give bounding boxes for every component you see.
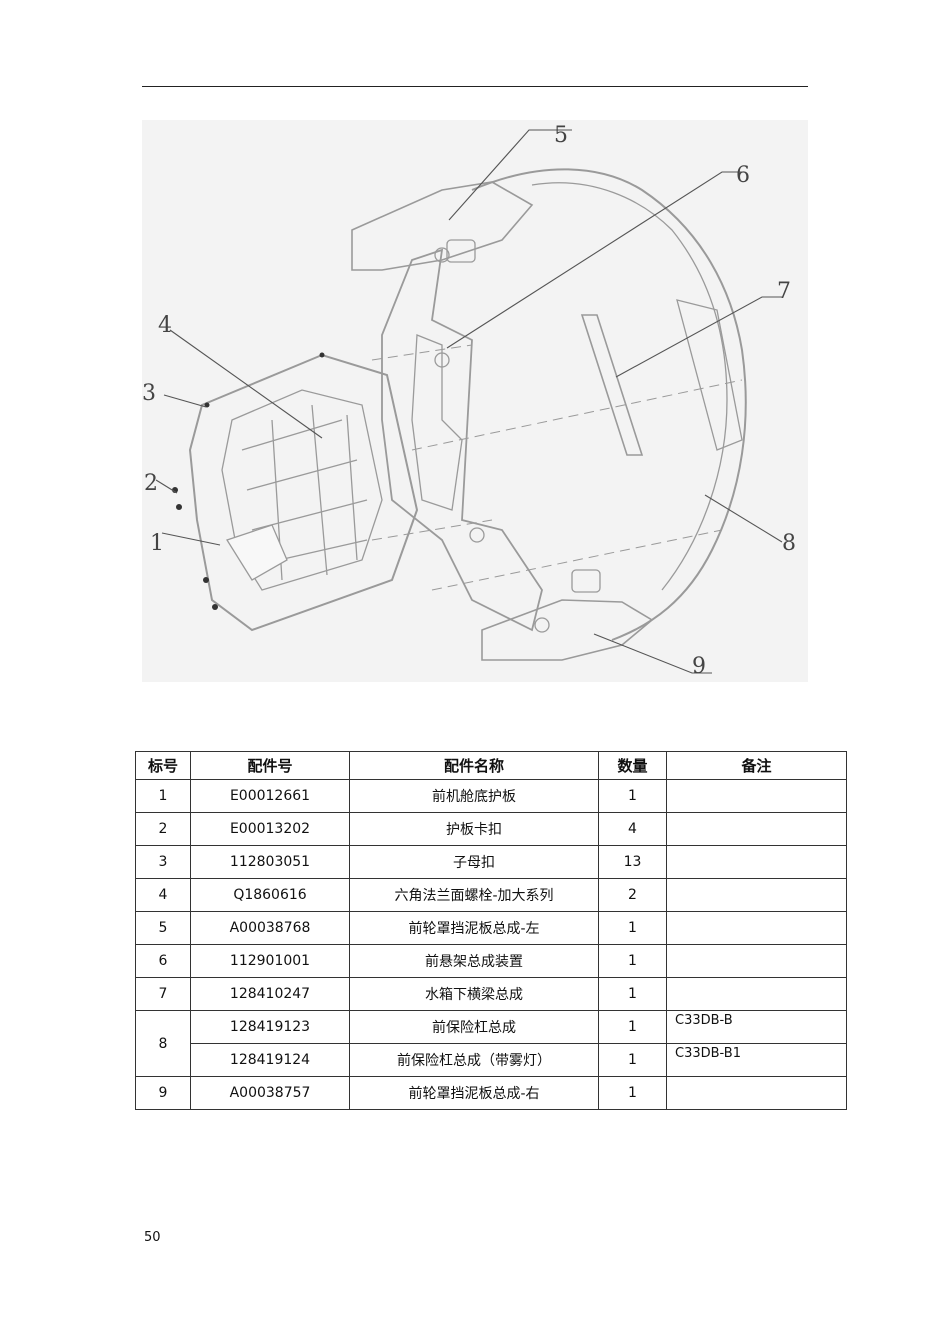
cell-qty: 1	[598, 779, 667, 813]
fender-liner-left-shape	[351, 181, 534, 271]
engine-guard-plate-shape	[188, 353, 419, 632]
cell-no: 5	[135, 911, 191, 945]
exploded-view-diagram: 1 2 3 4 5 6 7 8 9	[142, 120, 808, 682]
cell-remark	[666, 977, 847, 1011]
header-qty: 数量	[598, 751, 667, 780]
cell-remark: C33DB-B	[666, 1010, 847, 1044]
cell-qty: 2	[598, 878, 667, 912]
cell-remark	[666, 911, 847, 945]
callout-6: 6	[736, 163, 750, 188]
cell-no: 2	[135, 812, 191, 846]
cell-part-name: 前轮罩挡泥板总成-右	[349, 1076, 599, 1110]
cell-part-name: 前保险杠总成（带雾灯）	[349, 1043, 599, 1077]
cell-qty: 1	[598, 944, 667, 978]
callout-2: 2	[144, 471, 158, 496]
cell-part-number: 112803051	[190, 845, 350, 879]
cell-part-name: 护板卡扣	[349, 812, 599, 846]
header-remark: 备注	[666, 751, 847, 780]
table-row: 6 112901001 前悬架总成装置 1	[135, 944, 847, 978]
callout-9: 9	[692, 654, 706, 679]
table-row: 4 Q1860616 六角法兰面螺栓-加大系列 2	[135, 878, 847, 912]
page-number: 50	[144, 1230, 161, 1245]
cell-part-number: 128419123	[190, 1010, 350, 1044]
cell-part-number: 128410247	[190, 977, 350, 1011]
cell-part-number: E00013202	[190, 812, 350, 846]
cell-part-name: 水箱下横梁总成	[349, 977, 599, 1011]
cell-part-number: Q1860616	[190, 878, 350, 912]
cell-part-name: 前悬架总成装置	[349, 944, 599, 978]
cell-no: 7	[135, 977, 191, 1011]
cell-part-number: 128419124	[190, 1043, 350, 1077]
parts-table: 标号 配件号 配件名称 数量 备注 1 E00012661 前机舱底护板 1 2…	[135, 751, 847, 1110]
cell-no: 6	[135, 944, 191, 978]
cell-qty: 1	[598, 977, 667, 1011]
callout-4: 4	[158, 313, 172, 338]
header-part-name: 配件名称	[349, 751, 599, 780]
header-part-number: 配件号	[190, 751, 350, 780]
radiator-crossmember-shape	[580, 314, 644, 456]
header-rule	[142, 86, 808, 87]
cell-part-name: 前轮罩挡泥板总成-左	[349, 911, 599, 945]
cell-remark	[666, 812, 847, 846]
table-header-row: 标号 配件号 配件名称 数量 备注	[135, 751, 847, 780]
cell-part-name: 子母扣	[349, 845, 599, 879]
cell-part-number: A00038757	[190, 1076, 350, 1110]
cell-part-number: E00012661	[190, 779, 350, 813]
table-row: 9 A00038757 前轮罩挡泥板总成-右 1	[135, 1076, 847, 1110]
cell-qty: 13	[598, 845, 667, 879]
fender-liner-right-shape	[481, 599, 654, 661]
callout-8: 8	[782, 531, 796, 556]
diagram-svg: 1 2 3 4 5 6 7 8 9	[142, 123, 796, 679]
table-row: 5 A00038768 前轮罩挡泥板总成-左 1	[135, 911, 847, 945]
cell-no: 4	[135, 878, 191, 912]
table-row: 3 112803051 子母扣 13	[135, 845, 847, 879]
cell-remark: C33DB-B1	[666, 1043, 847, 1077]
cell-no: 9	[135, 1076, 191, 1110]
cell-no: 3	[135, 845, 191, 879]
cell-qty: 1	[598, 1043, 667, 1077]
cell-part-name: 前机舱底护板	[349, 779, 599, 813]
cell-remark	[666, 944, 847, 978]
callout-3: 3	[142, 381, 156, 406]
table-row: 8 128419123 前保险杠总成 1 C33DB-B	[135, 1010, 847, 1077]
cell-part-name: 前保险杠总成	[349, 1010, 599, 1044]
cell-part-number: 112901001	[190, 944, 350, 978]
cell-remark	[666, 845, 847, 879]
table-row: 2 E00013202 护板卡扣 4	[135, 812, 847, 846]
cell-no: 1	[135, 779, 191, 813]
cell-no: 8	[135, 1010, 191, 1077]
cell-qty: 4	[598, 812, 667, 846]
cell-qty: 1	[598, 1010, 667, 1044]
table-row: 128419124 前保险杠总成（带雾灯） 1 C33DB-B1	[136, 1043, 847, 1077]
cell-remark	[666, 779, 847, 813]
cell-qty: 1	[598, 911, 667, 945]
cell-part-name: 六角法兰面螺栓-加大系列	[349, 878, 599, 912]
callout-5: 5	[554, 123, 568, 148]
cell-remark	[666, 878, 847, 912]
cell-qty: 1	[598, 1076, 667, 1110]
callout-7: 7	[777, 279, 791, 304]
cell-remark	[666, 1076, 847, 1110]
callout-1: 1	[150, 531, 164, 556]
front-bumper-shape	[471, 168, 747, 641]
table-row: 7 128410247 水箱下横梁总成 1	[135, 977, 847, 1011]
cell-part-number: A00038768	[190, 911, 350, 945]
header-no: 标号	[135, 751, 191, 780]
table-row: 1 E00012661 前机舱底护板 1	[135, 779, 847, 813]
